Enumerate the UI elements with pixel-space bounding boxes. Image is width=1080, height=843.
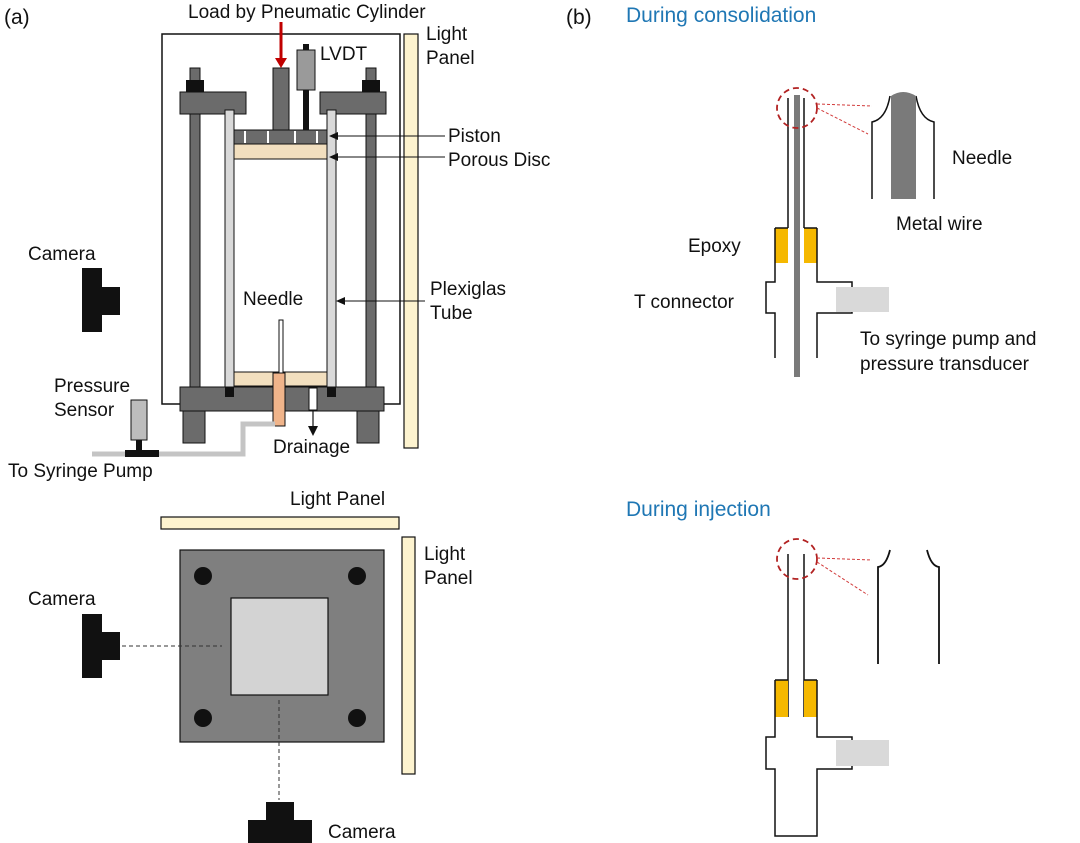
rod-hole (348, 567, 366, 585)
side-view-apparatus (82, 22, 445, 457)
injection-title: During injection (626, 498, 771, 521)
rod-hole (194, 709, 212, 727)
specimen-square (230, 597, 329, 696)
drainage-label: Drainage (273, 437, 350, 458)
light-panel-right (401, 536, 416, 775)
top-view-apparatus (82, 516, 416, 843)
epoxy-right (804, 680, 817, 717)
load-label: Load by Pneumatic Cylinder (188, 2, 426, 23)
pressure-sensor (130, 399, 148, 441)
pressure-sensor-label-1: Pressure (54, 376, 130, 397)
rod-hole (194, 567, 212, 585)
side-tube (836, 287, 889, 312)
consolidation-assembly (765, 87, 935, 377)
needle-detail-left (877, 549, 891, 664)
needle-detail-right (926, 549, 940, 664)
light-panel-top (160, 516, 400, 530)
metal-wire-label: Metal wire (896, 214, 983, 235)
light-panel-right-label-2: Panel (424, 568, 473, 589)
side-tube (836, 740, 889, 766)
light-panel-right-label-1: Light (424, 544, 466, 565)
t-connector-left (765, 228, 776, 358)
syringe-pipe (92, 421, 275, 457)
pressure-sensor-label-2: Sensor (54, 400, 115, 421)
needle-label: Needle (243, 289, 303, 310)
light-panel-side (403, 33, 419, 449)
epoxy-left (775, 228, 788, 263)
drainage-arrow (308, 426, 318, 436)
plexiglas-wall-right (326, 109, 337, 391)
needle-fitting (272, 372, 286, 427)
light-panel-label-1: Light (426, 24, 468, 45)
porous-disc-label: Porous Disc (448, 150, 550, 171)
plexiglas-label-1: Plexiglas (430, 279, 506, 300)
epoxy-left (775, 680, 788, 717)
needle-detail-left (871, 95, 891, 199)
plexiglas-wall-left (224, 109, 235, 391)
lvdt-body (296, 49, 316, 91)
camera-label-side: Camera (28, 244, 96, 265)
camera-icon-left (82, 614, 120, 678)
lvdt-label: LVDT (320, 44, 368, 65)
light-panel-top-label: Light Panel (290, 489, 385, 510)
tie-rod-left (189, 67, 201, 389)
zoom-circle (776, 538, 818, 580)
t-connector-label: T connector (634, 292, 735, 313)
camera-icon-bottom (248, 802, 312, 843)
nut-right (362, 80, 380, 92)
syringe-transducer-label-2: pressure transducer (860, 354, 1030, 375)
top-plate-right (319, 91, 387, 115)
syringe-pump-label: To Syringe Pump (8, 461, 153, 482)
drainage-port (308, 387, 318, 411)
panel-a-tag: (a) (4, 6, 30, 29)
foot-left (182, 410, 206, 444)
piston-label: Piston (448, 126, 501, 147)
rod-hole (348, 709, 366, 727)
panel-b-tag: (b) (566, 6, 592, 29)
lvdt-rod (303, 90, 309, 130)
syringe-transducer-label-1: To syringe pump and (860, 329, 1036, 350)
camera-left-label: Camera (28, 589, 96, 610)
piston (233, 129, 328, 145)
t-connector (765, 680, 853, 837)
camera-bottom-label: Camera (328, 822, 396, 843)
wire-detail (891, 92, 916, 199)
nut-left (186, 80, 204, 92)
injection-assembly (765, 538, 940, 837)
plexiglas-label-2: Tube (430, 303, 473, 324)
epoxy-label: Epoxy (688, 236, 741, 257)
top-plate-left (179, 91, 247, 115)
piston-rod (272, 67, 290, 131)
load-arrow-head (275, 58, 287, 68)
epoxy-right (804, 228, 817, 263)
metal-wire (794, 95, 800, 377)
foot-right (356, 410, 380, 444)
lvdt-cap (303, 44, 309, 50)
needle-detail-label: Needle (952, 148, 1012, 169)
porous-disc-top (233, 143, 328, 160)
tie-rod-right (365, 67, 377, 389)
needle-detail-right (915, 95, 935, 199)
light-panel-label-2: Panel (426, 48, 475, 69)
camera-icon-side (82, 268, 120, 332)
consolidation-title: During consolidation (626, 4, 816, 27)
